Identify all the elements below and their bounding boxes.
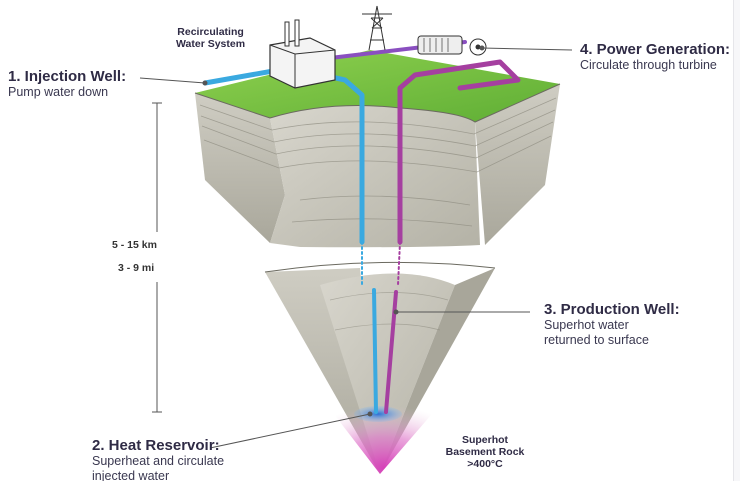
cut-rock-face — [270, 105, 480, 248]
label-connectors — [139, 45, 573, 449]
recirculating-line1: Recirculating — [177, 26, 244, 38]
depth-km-label: 5 - 15 km — [112, 239, 157, 251]
heat-reservoir-line2: injected water — [92, 469, 170, 481]
injection-well-title: 1. Injection Well: — [8, 68, 127, 85]
recirculating-label: Recirculating Water System — [176, 26, 245, 50]
heat-reservoir-pool — [354, 406, 402, 422]
injection-pipe — [202, 65, 378, 414]
production-well-label: 3. Production Well: Superhot water retur… — [544, 301, 680, 348]
turbine-icon — [417, 35, 487, 56]
basement-rock-label: Superhot Basement Rock >400°C — [440, 434, 530, 470]
production-well-title: 3. Production Well: — [544, 301, 680, 318]
heat-reservoir-label: 2. Heat Reservoir: Superheat and circula… — [92, 437, 224, 481]
upper-earth-block — [194, 50, 561, 248]
power-tower-icon — [362, 5, 392, 51]
recirculating-line2: Water System — [176, 38, 246, 50]
production-well-line2: returned to surface — [544, 333, 649, 347]
power-generation-desc: Circulate through turbine — [580, 58, 717, 72]
basement-line2: Basement Rock — [445, 446, 525, 458]
injection-well-label: 1. Injection Well: Pump water down — [8, 68, 126, 100]
production-well-line1: Superhot water — [544, 318, 629, 332]
injection-well-desc: Pump water down — [8, 85, 109, 99]
left-rock-face — [195, 93, 285, 243]
basement-line1: Superhot — [461, 434, 509, 446]
basement-line3: >400°C — [467, 458, 503, 470]
water-system-building-icon — [269, 19, 336, 89]
power-generation-label: 4. Power Generation: Circulate through t… — [580, 41, 730, 73]
depth-scale-bracket — [152, 102, 162, 413]
page-edge-strip — [733, 0, 740, 481]
power-generation-title: 4. Power Generation: — [580, 41, 731, 58]
heat-reservoir-title: 2. Heat Reservoir: — [92, 437, 220, 454]
depth-mi-label: 3 - 9 mi — [118, 262, 155, 274]
heat-reservoir-line1: Superheat and circulate — [92, 454, 225, 468]
